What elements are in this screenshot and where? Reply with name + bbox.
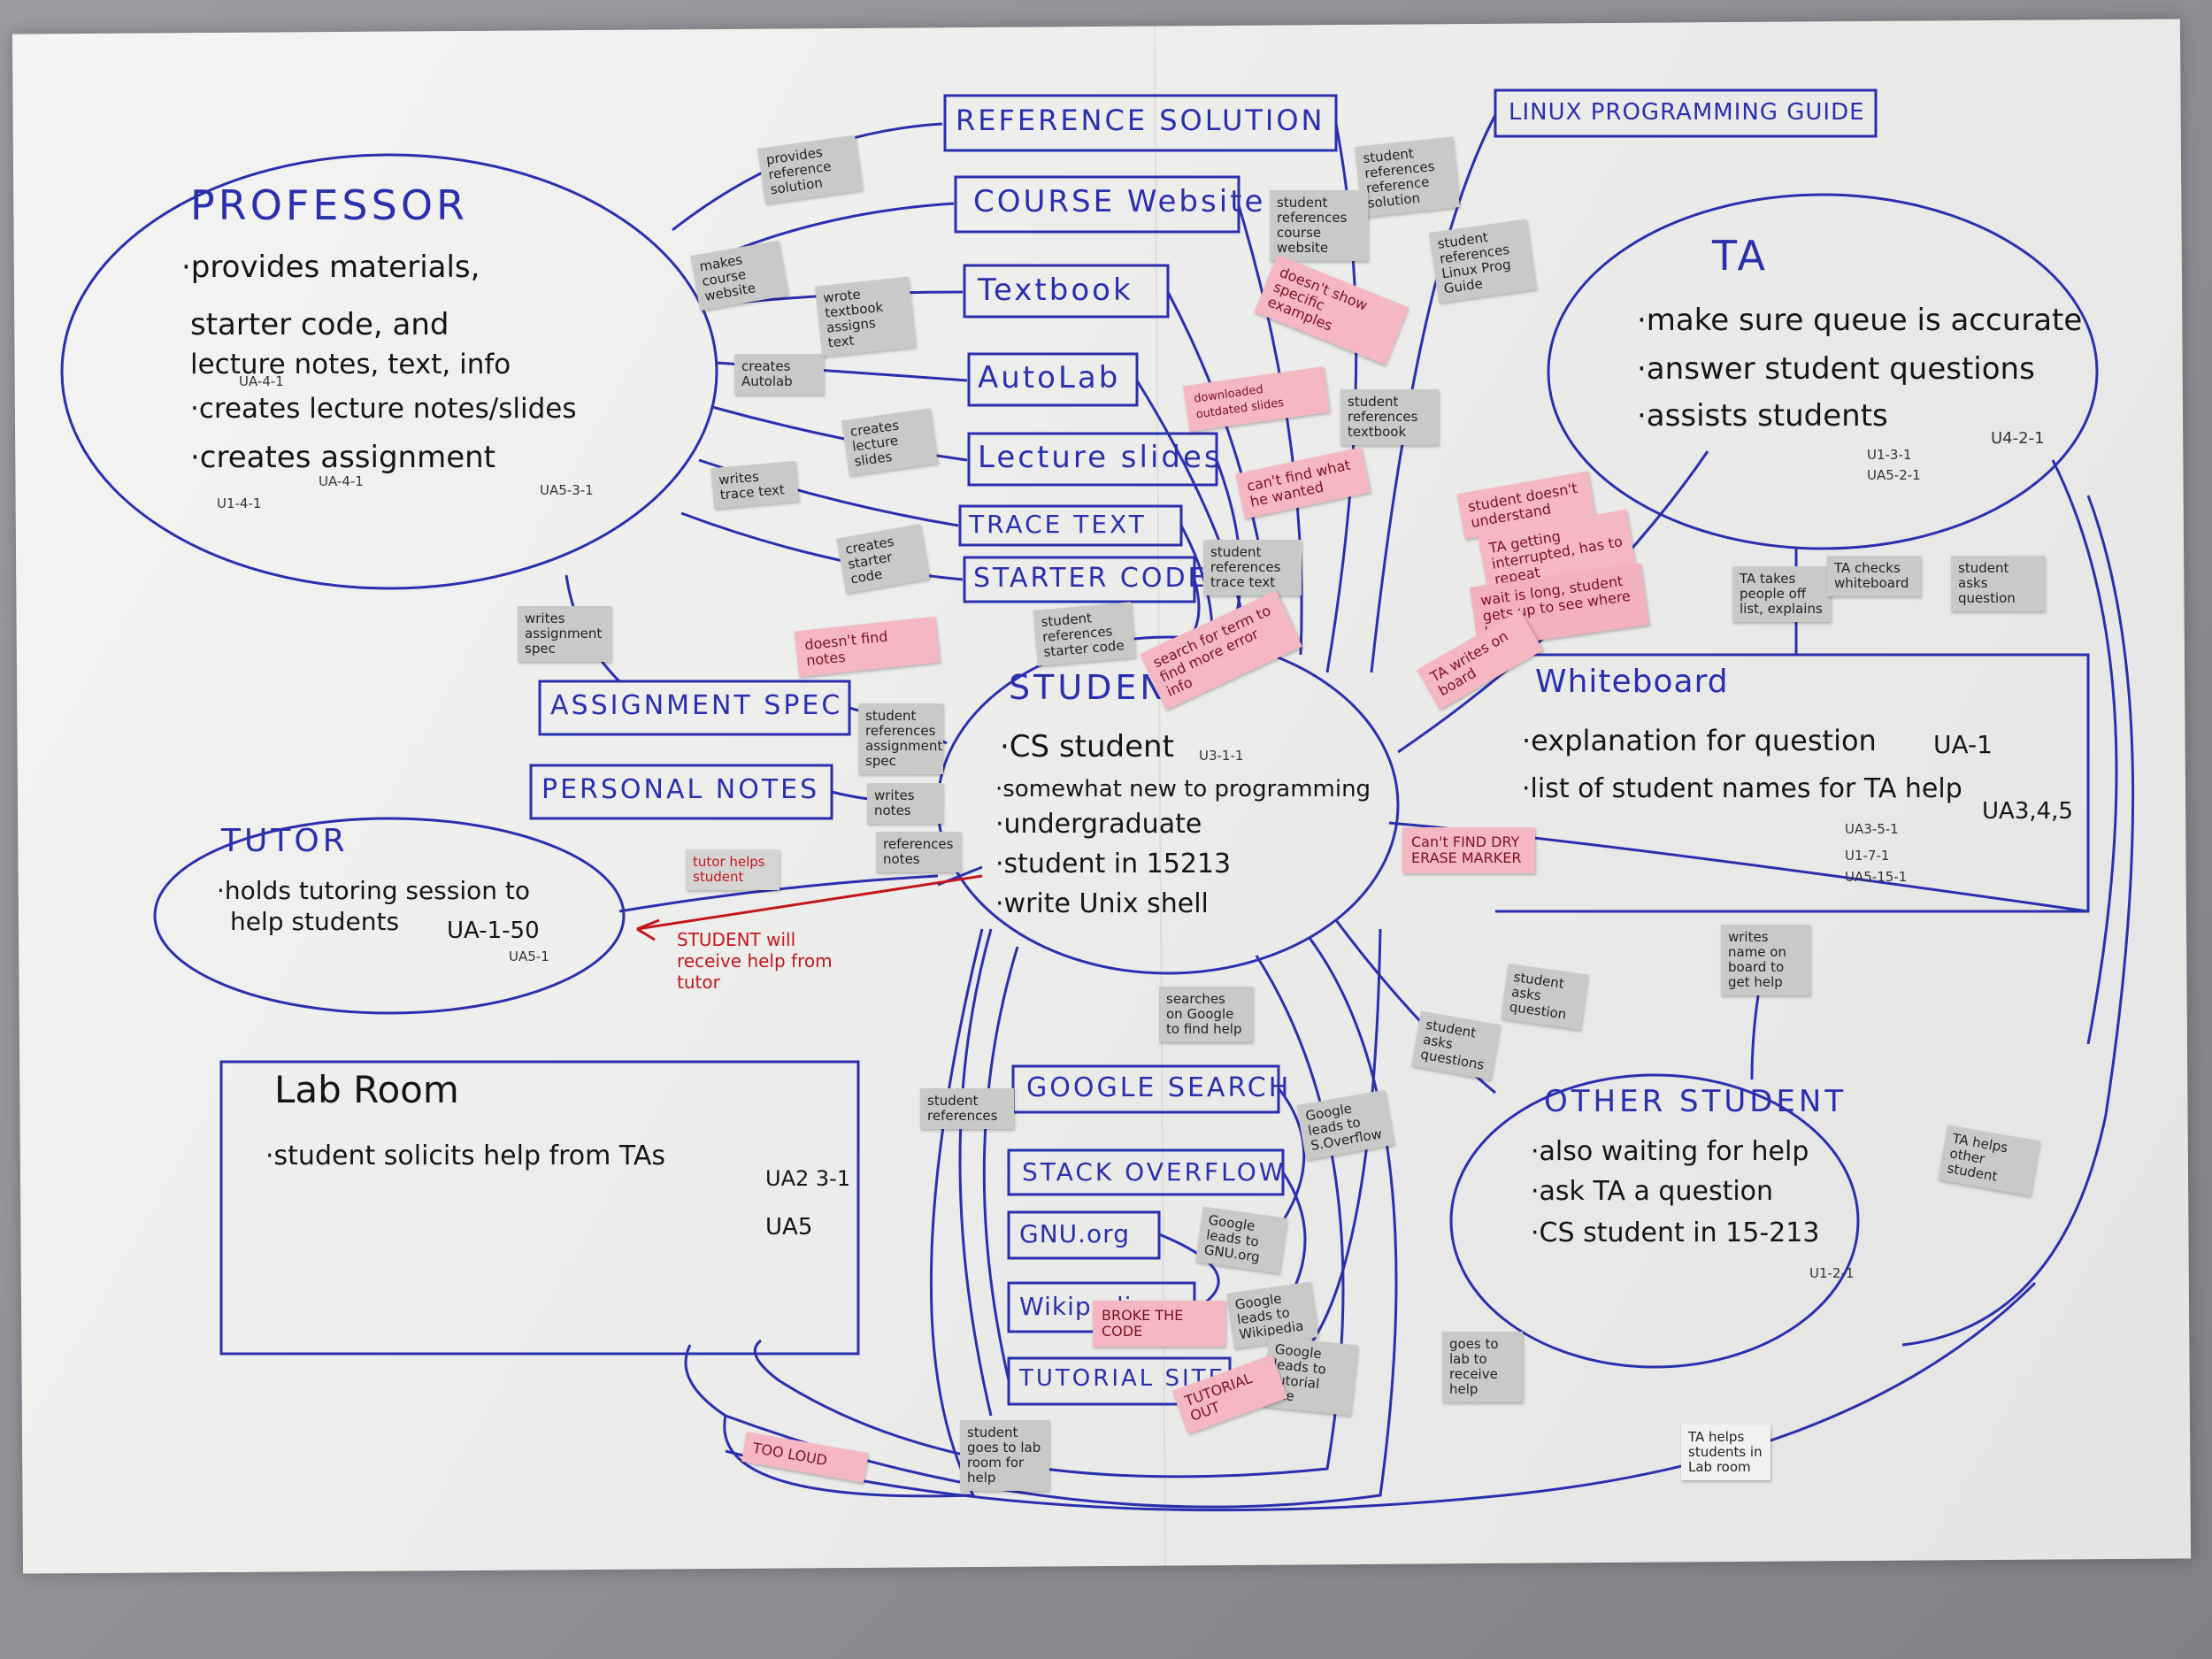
student-line-3: ·undergraduate	[995, 809, 1202, 840]
student-line-2: ·somewhat new to programming	[995, 776, 1371, 803]
lecture-slides-box: Lecture slides	[978, 440, 1223, 475]
sticky-note-gray: TA checks whiteboard	[1827, 556, 1921, 596]
lab-room-code-1: UA2 3-1	[765, 1166, 851, 1191]
professor-code-3: U1-4-1	[217, 495, 262, 511]
professor-line-5: ·creates assignment	[190, 440, 496, 475]
linux-guide-box: LINUX PROGRAMMING GUIDE	[1509, 99, 1865, 126]
personal-notes-box: PERSONAL NOTES	[541, 774, 820, 805]
sticky-note-gray: student references	[920, 1088, 1014, 1129]
sticky-note-gray: TA helps students in Lab room	[1681, 1425, 1770, 1480]
google-search-box: GOOGLE SEARCH	[1026, 1072, 1292, 1103]
sticky-note-gray: writes trace text	[710, 460, 799, 510]
sticky-note-pink: BROKE THE CODE	[1093, 1301, 1225, 1347]
professor-ellipse	[60, 153, 718, 590]
whiteboard-title: Whiteboard	[1535, 664, 1729, 700]
ta-code-2: UA5-2-1	[1867, 467, 1921, 483]
lab-room-line-1: ·student solicits help from TAs	[265, 1141, 666, 1171]
professor-code-4: UA5-3-1	[540, 482, 594, 498]
sticky-note-gray: goes to lab to receive help	[1442, 1332, 1523, 1402]
lab-room-code-2: UA5	[765, 1214, 813, 1240]
sticky-note-gray: student asks question	[1951, 556, 2045, 611]
sticky-note-gray: student references course website	[1270, 190, 1368, 261]
other-student-line-1: ·also waiting for help	[1531, 1136, 1809, 1167]
professor-title: PROFESSOR	[190, 181, 468, 229]
reference-solution-box: REFERENCE SOLUTION	[956, 104, 1325, 137]
whiteboard-code-5: UA5-15-1	[1845, 869, 1908, 885]
student-code-1: U3-1-1	[1199, 748, 1244, 764]
ta-ellipse	[1547, 193, 2099, 550]
sticky-note-gray: student references starter code	[1033, 602, 1136, 666]
gnu-org-box: GNU.org	[1019, 1219, 1130, 1248]
starter-code-box: STARTER CODE	[973, 563, 1208, 594]
professor-line-1: ·provides materials,	[181, 250, 480, 285]
professor-line-2: starter code, and	[190, 307, 449, 342]
autolab-box: AutoLab	[978, 360, 1121, 396]
sticky-note-gray: writes name on board to get help	[1721, 925, 1810, 995]
sticky-note-gray: references notes	[876, 832, 961, 872]
whiteboard-code-1: UA-1	[1933, 730, 1993, 759]
other-student-line-2: ·ask TA a question	[1531, 1176, 1774, 1207]
whiteboard-code-3: UA3-5-1	[1845, 821, 1899, 837]
lab-room-title: Lab Room	[274, 1068, 459, 1111]
professor-code-1: UA-4-1	[239, 373, 284, 389]
sticky-note-gray: tutor helps student	[686, 849, 780, 890]
stack-overflow-box: STACK OVERFLOW	[1022, 1157, 1286, 1187]
textbook-box: Textbook	[978, 273, 1133, 308]
student-line-5: ·write Unix shell	[995, 888, 1209, 919]
student-line-1: ·CS student	[1000, 729, 1174, 764]
sticky-note-gray: student asks question	[1501, 963, 1588, 1031]
other-student-code-1: U1-2-1	[1809, 1265, 1855, 1281]
course-website-box: COURSE Website	[973, 184, 1266, 219]
sticky-note-gray: creates Autolab	[734, 354, 824, 395]
ta-line-1: ·make sure queue is accurate	[1637, 303, 2083, 338]
ta-title: TA	[1712, 232, 1769, 280]
sticky-note-gray: student references assignment spec	[858, 703, 943, 774]
sticky-note-gray: student references Linux Prog Guide	[1428, 219, 1537, 303]
student-line-4: ·student in 15213	[995, 849, 1232, 879]
tutor-line-2: help students	[230, 907, 400, 936]
sticky-note-gray: searches on Google to find help	[1159, 987, 1253, 1042]
other-student-line-3: ·CS student in 15-213	[1531, 1217, 1820, 1248]
whiteboard-box	[1495, 653, 2090, 913]
whiteboard-code-4: U1-7-1	[1845, 848, 1890, 864]
sticky-note-gray: TA takes people off list, explains	[1732, 566, 1831, 622]
sticky-note-gray: student references textbook	[1340, 389, 1439, 445]
ta-line-3: ·assists students	[1637, 398, 1888, 434]
sticky-note-gray: student goes to lab room for help	[960, 1420, 1049, 1491]
sticky-note-gray: writes assignment spec	[518, 606, 611, 662]
sticky-note-gray: wrote textbook assigns text	[815, 276, 916, 357]
sticky-note-gray: student references trace text	[1203, 540, 1302, 595]
other-student-title: OTHER STUDENT	[1544, 1084, 1847, 1119]
sticky-note-pink: Can't FIND DRY ERASE MARKER	[1402, 827, 1535, 873]
assignment-spec-box: ASSIGNMENT SPEC	[550, 690, 843, 721]
sticky-note-gray: student references reference solution	[1355, 136, 1460, 218]
whiteboard-line-1: ·explanation for question	[1522, 724, 1877, 757]
lab-room-rect	[219, 1060, 860, 1356]
whiteboard-code-2: UA3,4,5	[1982, 798, 2073, 825]
trace-text-box: TRACE TEXT	[969, 510, 1147, 539]
red-tutor-note: STUDENT will receive help from tutor	[677, 929, 833, 993]
ta-line-2: ·answer student questions	[1637, 351, 2035, 387]
other-student-ellipse	[1449, 1073, 1860, 1369]
tutor-line-1: ·holds tutoring session to	[217, 876, 531, 905]
professor-line-4: ·creates lecture notes/slides	[190, 393, 577, 425]
whiteboard-line-2: ·list of student names for TA help	[1522, 773, 1962, 804]
sticky-note-gray: Google leads to GNU.org	[1195, 1206, 1287, 1274]
tutor-ellipse	[153, 817, 626, 1015]
tutor-code-1: UA-1-50	[447, 918, 540, 944]
tutor-code-2: UA5-1	[509, 949, 549, 964]
professor-line-3: lecture notes, text, info	[190, 349, 511, 380]
sticky-note-gray: writes notes	[867, 783, 943, 824]
professor-code-2: UA-4-1	[319, 473, 364, 489]
ta-code-3: U4-2-1	[1991, 429, 2045, 448]
ta-code-1: U1-3-1	[1867, 447, 1912, 463]
tutor-title: TUTOR	[221, 823, 349, 859]
